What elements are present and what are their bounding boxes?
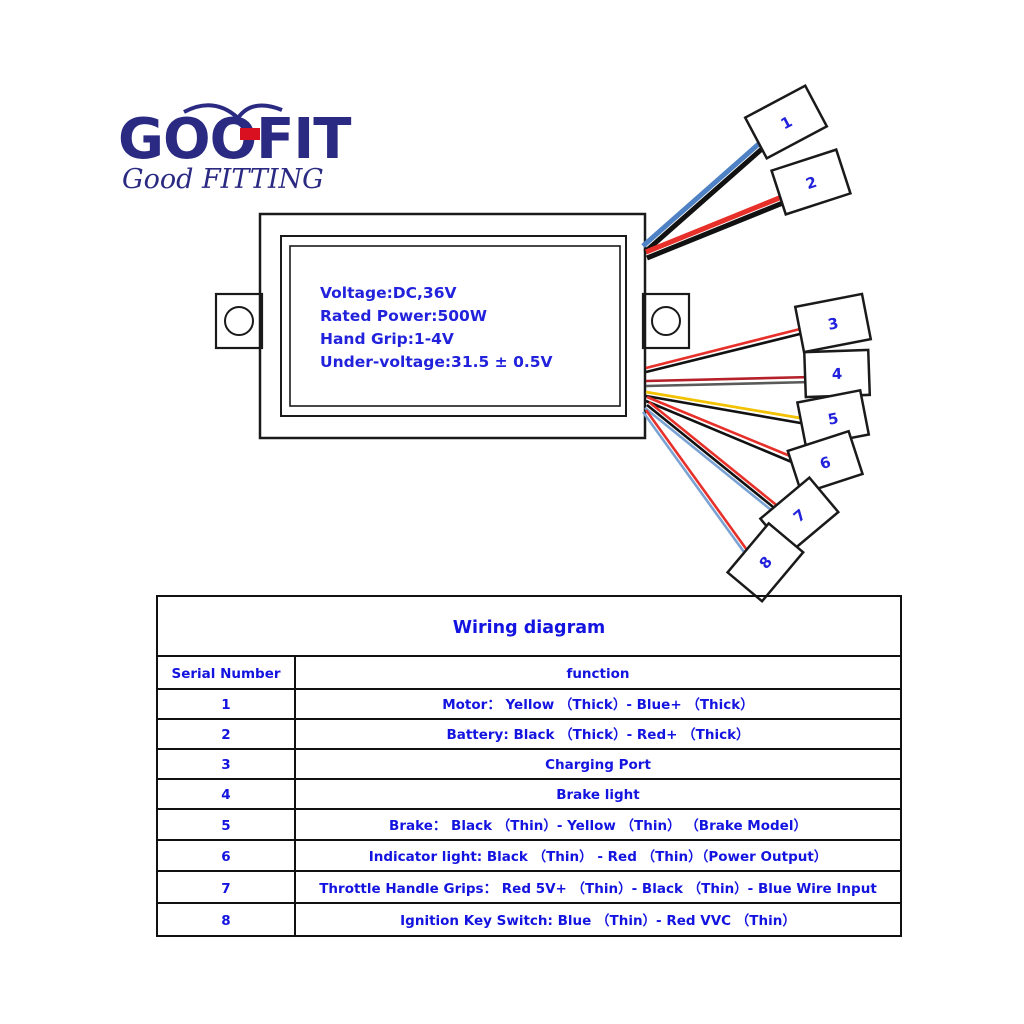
controller-inner-case — [280, 235, 627, 417]
row-7-serial: 7 — [221, 881, 230, 897]
wire-bundle-bottom — [641, 324, 813, 560]
logo-red-accent-icon — [240, 128, 260, 140]
controller-outer-case — [258, 212, 647, 440]
wire-2-red — [645, 187, 800, 255]
table-title: Wiring diagram — [453, 618, 606, 638]
mounting-hole-right-icon — [651, 306, 681, 336]
callout-3-label: 3 — [826, 314, 840, 334]
controller-label-plate — [289, 245, 621, 407]
wire-3-black — [645, 329, 813, 374]
callout-3-box[interactable] — [793, 292, 873, 354]
wire-3-red — [645, 324, 813, 370]
spec-line-handgrip: Hand Grip:1-4V — [320, 330, 454, 348]
callout-8-box[interactable] — [725, 521, 805, 604]
controller-unit: Voltage:DC,36V Rated Power:500W Hand Gri… — [214, 212, 691, 440]
table-header-serial: Serial Number — [171, 666, 280, 682]
row-2-function: Battery: Black （Thick）- Red+ （Thick） — [446, 727, 749, 743]
callout-1[interactable]: 1 — [743, 84, 829, 160]
row-6-serial: 6 — [221, 849, 230, 865]
wire-1-blue — [641, 132, 772, 248]
wire-7-blue — [644, 406, 782, 520]
logo-tagline: Good FITTING — [122, 164, 324, 195]
row-5-serial: 5 — [221, 818, 230, 834]
wire-8-red — [644, 409, 754, 558]
callout-4-label: 4 — [832, 365, 843, 383]
wire-5-yellow — [645, 390, 813, 422]
goofit-logo: GOOFIT Good FITTING — [118, 103, 352, 195]
row-6-function: Indicator light: Black （Thin） - Red （Thi… — [369, 849, 828, 865]
row-8-function: Ignition Key Switch: Blue （Thin）- Red VV… — [400, 913, 796, 929]
callout-5[interactable]: 5 — [795, 388, 871, 449]
wire-1-black — [643, 138, 774, 254]
spec-line-voltage: Voltage:DC,36V — [320, 284, 456, 302]
wire-8-blue — [641, 411, 751, 560]
wire-7-red — [648, 400, 786, 514]
table-row: 4 Brake light — [221, 787, 640, 803]
mounting-hole-left-icon — [224, 306, 254, 336]
table-row: 3 Charging Port — [221, 757, 651, 773]
wire-7-black — [646, 403, 784, 517]
table-row: 8 Ignition Key Switch: Blue （Thin）- Red … — [221, 913, 796, 929]
row-8-serial: 8 — [221, 913, 230, 929]
row-3-serial: 3 — [221, 757, 230, 773]
table-row: 1 Motor： Yellow （Thick）- Blue+ （Thick） — [221, 697, 753, 713]
logo-arc-icon — [183, 103, 283, 122]
row-2-serial: 2 — [221, 727, 230, 743]
wire-bundle-top — [641, 132, 801, 261]
callout-6[interactable]: 6 — [786, 429, 865, 496]
wire-4-red — [645, 375, 813, 383]
callout-1-box[interactable] — [743, 84, 829, 160]
wire-6-red — [646, 395, 808, 465]
mounting-tab-right — [641, 292, 691, 350]
table-row: 5 Brake： Black （Thin）- Yellow （Thin） （Br… — [221, 818, 807, 834]
row-4-serial: 4 — [221, 787, 230, 803]
callout-6-box[interactable] — [786, 429, 865, 496]
wiring-table: Wiring diagram Serial Number function 1 … — [156, 595, 902, 937]
mounting-tab-left — [214, 292, 264, 350]
table-outer-border — [156, 595, 902, 937]
callout-3[interactable]: 3 — [793, 292, 873, 354]
row-5-function: Brake： Black （Thin）- Yellow （Thin） （Brak… — [389, 818, 807, 834]
table-header-function: function — [566, 666, 629, 682]
spec-line-undervoltage: Under-voltage:31.5 ± 0.5V — [320, 353, 553, 371]
table-row: 7 Throttle Handle Grips： Red 5V+ （Thin）-… — [221, 881, 877, 897]
wire-4-gray — [645, 380, 813, 388]
table-row: 2 Battery: Black （Thick）- Red+ （Thick） — [221, 727, 749, 743]
callout-5-label: 5 — [826, 409, 840, 429]
row-1-serial: 1 — [221, 697, 230, 713]
row-3-function: Charging Port — [545, 757, 651, 773]
wire-2-black — [646, 193, 801, 261]
wire-6-black — [645, 399, 807, 470]
wire-5-black — [645, 394, 813, 427]
row-4-function: Brake light — [556, 787, 640, 803]
callout-2-box[interactable] — [769, 148, 853, 216]
callout-2[interactable]: 2 — [769, 148, 853, 216]
row-7-function: Throttle Handle Grips： Red 5V+ （Thin）- B… — [319, 881, 877, 897]
table-row: 6 Indicator light: Black （Thin） - Red （T… — [221, 849, 827, 865]
callout-8[interactable]: 8 — [725, 521, 805, 604]
row-1-function: Motor： Yellow （Thick）- Blue+ （Thick） — [442, 697, 754, 713]
spec-line-power: Rated Power:500W — [320, 307, 487, 325]
